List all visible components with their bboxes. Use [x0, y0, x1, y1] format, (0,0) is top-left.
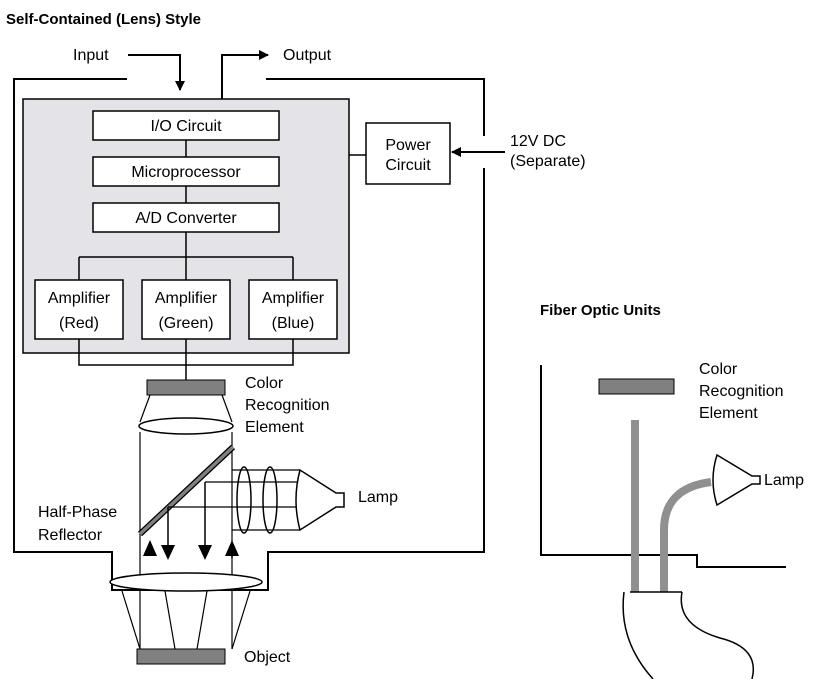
amplifier-blue-color: (Blue)	[272, 315, 315, 332]
fiber-housing-outline	[540, 365, 786, 568]
fiber-color-recognition-element	[598, 378, 675, 395]
dc-label-1: 12V DC	[510, 133, 566, 150]
fiber-cable-left	[622, 591, 654, 679]
output-label: Output	[283, 47, 332, 64]
power-circuit-label-2: Circuit	[385, 157, 431, 174]
dc-label-2: (Separate)	[510, 153, 586, 170]
fiber-cre-label-2: Recognition	[699, 383, 784, 400]
amplifier-red-label: Amplifier	[48, 290, 111, 307]
cre-label-1: Color	[245, 375, 284, 392]
lamp-icon	[295, 468, 345, 532]
fiber-cre-label-3: Element	[699, 405, 758, 422]
half-phase-reflector	[138, 445, 235, 536]
fiber-emit-strand	[660, 478, 712, 592]
fiber-cable-right	[680, 591, 754, 679]
input-label: Input	[73, 47, 109, 64]
input-arrow	[128, 54, 185, 91]
reflector-label-1: Half-Phase	[38, 504, 117, 521]
object-label: Object	[244, 649, 291, 666]
housing-outline-left	[13, 78, 485, 591]
power-circuit-block	[365, 122, 451, 185]
amplifier-blue-label: Amplifier	[262, 290, 325, 307]
upper-lens	[138, 417, 234, 435]
amplifier-green-label: Amplifier	[155, 290, 218, 307]
fiber-cre-label-1: Color	[699, 361, 738, 378]
lamp-label: Lamp	[358, 489, 398, 506]
microprocessor-label: Microprocessor	[131, 164, 241, 181]
lamp-lens-1	[236, 466, 252, 534]
cre-label-2: Recognition	[245, 397, 330, 414]
fiber-lamp-icon	[712, 453, 761, 507]
output-arrow	[221, 50, 269, 100]
io-circuit-label: I/O Circuit	[150, 118, 222, 135]
housing-outline-right	[266, 78, 485, 136]
lamp-lens-2	[262, 466, 278, 534]
fiber-lamp-label: Lamp	[764, 472, 804, 489]
microprocessor-block	[92, 156, 280, 187]
lower-lens	[109, 572, 263, 592]
cre-label-3: Element	[245, 419, 304, 436]
ad-converter-label: A/D Converter	[135, 210, 237, 227]
diagram-title: Self-Contained (Lens) Style	[6, 11, 201, 28]
amplifier-green-block	[141, 279, 231, 340]
amplifier-blue-block	[248, 279, 338, 340]
color-recognition-element	[146, 379, 226, 396]
reflector-label-2: Reflector	[38, 527, 103, 544]
amplifier-red-color: (Red)	[59, 315, 99, 332]
io-circuit-block	[92, 110, 280, 141]
object-surface	[136, 648, 226, 665]
power-circuit-label-1: Power	[385, 137, 431, 154]
amplifier-green-color: (Green)	[158, 315, 213, 332]
fiber-optic-title: Fiber Optic Units	[540, 302, 661, 319]
